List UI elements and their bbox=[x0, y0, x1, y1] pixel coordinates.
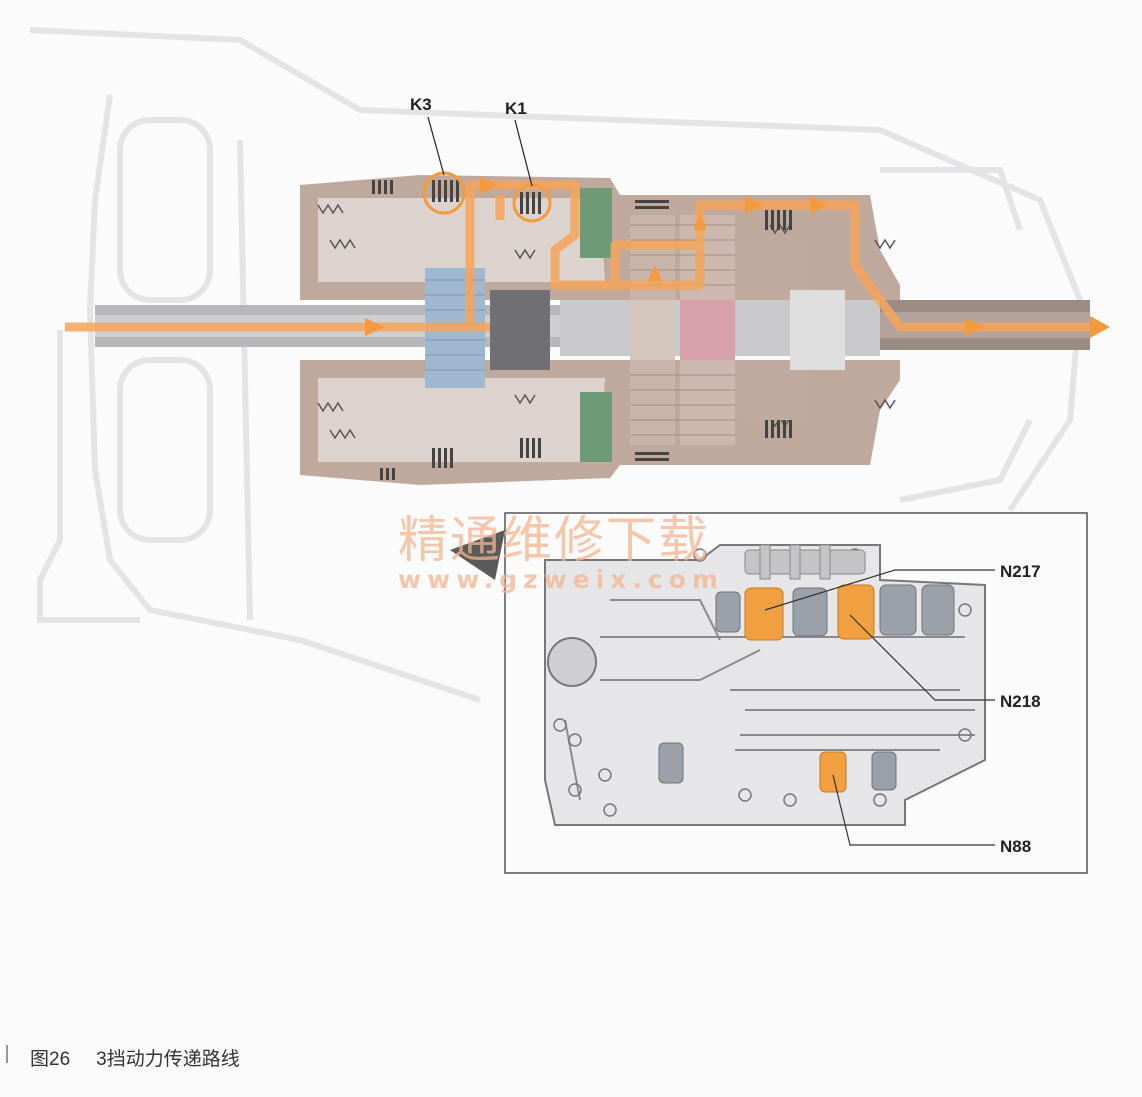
k1-callout: K1 bbox=[505, 99, 552, 223]
k3-callout: K3 bbox=[410, 95, 466, 215]
leader-lines bbox=[764, 569, 995, 846]
margin-mark bbox=[6, 1045, 8, 1063]
label-n217: N217 bbox=[1000, 562, 1041, 581]
power-flow-path bbox=[65, 180, 1100, 332]
valve-body-inset bbox=[504, 512, 1088, 874]
label-n218: N218 bbox=[1000, 692, 1041, 711]
power-flow-arrows bbox=[365, 176, 1110, 338]
figure-caption-text: 3挡动力传递路线 bbox=[96, 1049, 240, 1070]
solenoids-inactive bbox=[658, 584, 955, 791]
solenoid-n88 bbox=[819, 751, 847, 793]
figure-caption: 图26 3挡动力传递路线 bbox=[30, 1044, 266, 1071]
label-k3: K3 bbox=[410, 95, 432, 114]
solenoid-n217 bbox=[744, 587, 784, 641]
green-components bbox=[580, 188, 612, 462]
label-n88: N88 bbox=[1000, 837, 1031, 856]
inset-pointer bbox=[450, 530, 505, 580]
watermark-cn: 精通维修下载 bbox=[398, 511, 710, 569]
planetary-gears bbox=[630, 215, 845, 445]
watermark-url: www.gzweix.com bbox=[398, 565, 724, 594]
label-k1: K1 bbox=[505, 99, 527, 118]
housing-outline bbox=[29, 27, 1084, 703]
clutch-plates bbox=[372, 180, 792, 480]
figure-number: 图26 bbox=[30, 1049, 71, 1070]
solenoid-n218 bbox=[837, 584, 875, 640]
